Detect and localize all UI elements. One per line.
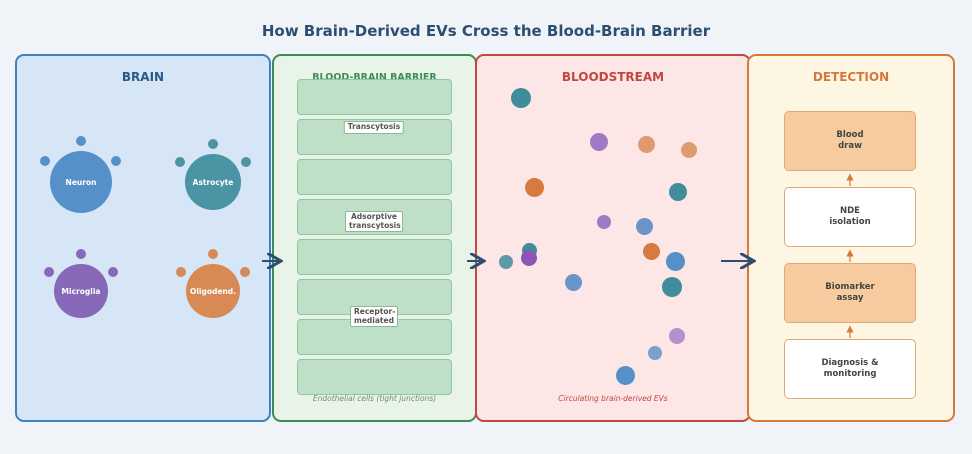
step-nde-isolation: NDE isolation: [784, 187, 916, 247]
ev-particle: [636, 218, 653, 235]
ev-particle: [681, 142, 697, 158]
astrocyte-process: [175, 157, 185, 167]
astrocyte-process: [241, 157, 251, 167]
oligodendrocyte-cell: Oligodend.: [186, 264, 240, 318]
step-label: NDE isolation: [829, 206, 871, 227]
brain-panel: BRAIN: [15, 54, 271, 422]
astrocyte-process: [208, 139, 218, 149]
neuron-process: [111, 156, 121, 166]
step-biomarker-assay: Biomarker assay: [784, 263, 916, 323]
oligodendrocyte-process: [240, 267, 250, 277]
neuron-label: Neuron: [65, 177, 97, 187]
ev-particle: [669, 328, 685, 344]
ev-particle: [590, 133, 608, 151]
ev-particle: [662, 277, 682, 297]
step-label: Blood draw: [836, 130, 864, 151]
ev-particle: [499, 255, 513, 269]
ev-particle: [638, 136, 655, 153]
oligodendrocyte-process: [208, 249, 218, 259]
endothelial-cell: [297, 119, 452, 155]
ev-particle: [648, 346, 662, 360]
ev-particle: [616, 366, 635, 385]
route-transcytosis: Transcytosis: [343, 121, 405, 134]
astrocyte-cell: Astrocyte: [185, 154, 241, 210]
bloodstream-caption: Circulating brain-derived EVs: [558, 394, 668, 403]
ev-particle: [521, 250, 537, 266]
ev-particle: [565, 274, 582, 291]
ev-particle: [597, 215, 611, 229]
microglia-cell: Microglia: [54, 264, 108, 318]
bbb-caption: Endothelial cells (tight junctions): [312, 394, 437, 403]
ev-particle: [511, 88, 531, 108]
detection-panel-title: DETECTION: [812, 70, 890, 84]
step-label: Biomarker assay: [825, 282, 875, 303]
route-receptor-mediated: Receptor-mediated: [350, 306, 398, 328]
endothelial-cell: [297, 239, 452, 275]
ev-particle: [669, 183, 687, 201]
bloodstream-panel-title: BLOODSTREAM: [561, 70, 665, 84]
brain-panel-title: BRAIN: [121, 70, 165, 84]
astrocyte-label: Astrocyte: [192, 177, 234, 187]
step-label: Diagnosis & monitoring: [821, 358, 879, 379]
step-diagnosis-monitoring: Diagnosis & monitoring: [784, 339, 916, 399]
step-blood-draw: Blood draw: [784, 111, 916, 171]
bbb-panel-title: BLOOD-BRAIN BARRIER: [312, 72, 437, 83]
route-adsorptive-transcytosis: Adsorptive transcytosis: [345, 211, 403, 233]
ev-particle: [666, 252, 685, 271]
endothelial-cell: [297, 79, 452, 115]
bloodstream-panel: BLOODSTREAM: [475, 54, 751, 422]
microglia-process: [76, 249, 86, 259]
oligodendrocyte-label: Oligodend.: [189, 286, 237, 296]
microglia-process: [44, 267, 54, 277]
microglia-process: [108, 267, 118, 277]
page-title: How Brain-Derived EVs Cross the Blood-Br…: [261, 22, 711, 40]
neuron-process: [40, 156, 50, 166]
oligodendrocyte-process: [176, 267, 186, 277]
endothelial-cell: [297, 159, 452, 195]
neuron-cell: Neuron: [50, 151, 112, 213]
ev-particle: [525, 178, 544, 197]
microglia-label: Microglia: [61, 286, 101, 296]
neuron-process: [76, 136, 86, 146]
endothelial-cell: [297, 359, 452, 395]
ev-particle: [643, 243, 660, 260]
